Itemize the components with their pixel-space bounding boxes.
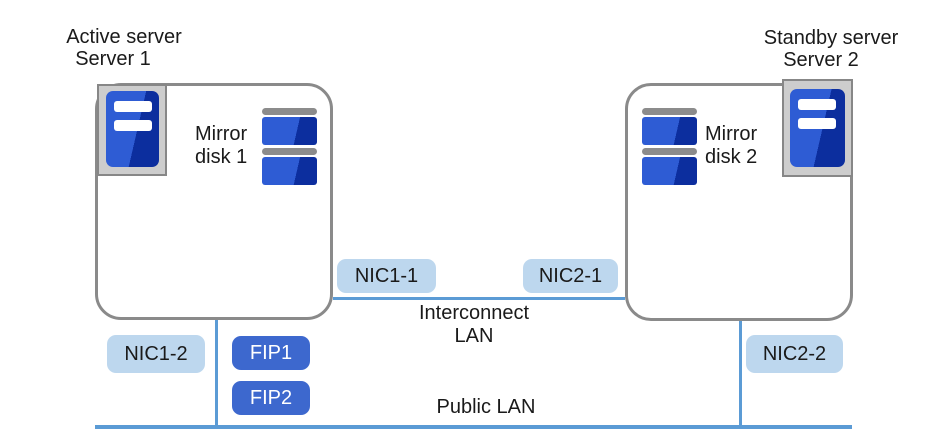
interconnect-lan-line — [333, 297, 625, 300]
disk-body — [642, 117, 697, 145]
fip1-badge: FIP1 — [232, 336, 310, 370]
server1-tower-icon — [97, 84, 167, 176]
public-lan-line — [95, 425, 852, 429]
server-tower-body — [790, 89, 845, 167]
disk-cap — [642, 108, 697, 115]
nic1-1-badge: NIC1-1 — [337, 259, 436, 293]
server-drive-slot — [798, 118, 836, 129]
server1-role-label: Active server — [66, 26, 182, 48]
server2-name-label: Server 2 — [783, 49, 859, 71]
server1-name-label: Server 1 — [75, 48, 151, 70]
mirror-disk2-icon — [642, 108, 697, 187]
interconnect-lan-label: Interconnect LAN — [418, 302, 530, 347]
disk-body — [262, 117, 317, 145]
mirror-disk1-icon — [262, 108, 317, 187]
mirror-disk1-label: Mirror disk 1 — [195, 123, 248, 168]
server2-role-label: Standby server — [763, 27, 899, 49]
server-drive-slot — [798, 99, 836, 110]
server-drive-slot — [114, 120, 152, 131]
nic1-2-badge: NIC1-2 — [107, 335, 205, 373]
server1-public-drop-line — [215, 320, 218, 427]
public-lan-label: Public LAN — [436, 396, 536, 418]
server-tower-body — [106, 91, 159, 167]
disk-body — [262, 157, 317, 185]
server2-public-drop-line — [739, 321, 742, 427]
server2-tower-icon — [782, 79, 853, 177]
nic2-1-badge: NIC2-1 — [523, 259, 618, 293]
disk-cap — [642, 148, 697, 155]
nic2-2-badge: NIC2-2 — [746, 335, 843, 373]
disk-cap — [262, 108, 317, 115]
fip2-badge: FIP2 — [232, 381, 310, 415]
mirror-disk2-label: Mirror disk 2 — [705, 123, 758, 168]
disk-cap — [262, 148, 317, 155]
server-drive-slot — [114, 101, 152, 112]
disk-body — [642, 157, 697, 185]
